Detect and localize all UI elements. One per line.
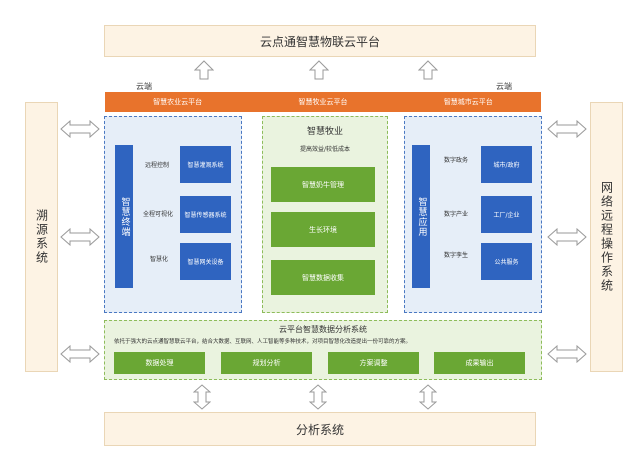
smart-irrigation-label: 智慧灌溉系统 — [187, 162, 224, 169]
smart-irrigation-box: 智慧灌溉系统 — [180, 146, 231, 183]
up-arrow-icon — [418, 60, 438, 80]
double-arrow-icon — [547, 345, 587, 363]
smart-sensor-box: 智慧传感器系统 — [180, 196, 231, 233]
smart-gateway-box: 智慧网关设备 — [180, 243, 231, 280]
left-row-label: 智慧化 — [150, 256, 169, 263]
growth-environment-button: 生长环境 — [271, 212, 375, 247]
cloud-data-analysis-desc: 依托于强大的云点通智慧联云平台，结合大数据、互联网、人工智能等多种技术，对项目智… — [114, 339, 412, 345]
planning-analysis-label: 规划分析 — [252, 359, 281, 367]
right-row-label: 数字政务 — [444, 157, 469, 164]
smart-cattle-label: 智慧奶牛管理 — [302, 180, 344, 189]
up-arrow-icon — [194, 60, 214, 80]
result-output-button: 成果输出 — [434, 352, 525, 374]
vertical-double-arrow-icon — [309, 384, 327, 410]
analysis-system-box: 分析系统 — [104, 412, 536, 446]
double-arrow-icon — [547, 120, 587, 138]
cloud-label-left: 云端 — [136, 82, 152, 91]
double-arrow-icon — [547, 228, 587, 246]
smart-terminal-label-box: 智慧终端 — [115, 145, 133, 288]
data-collection-button: 智慧数据收集 — [271, 260, 375, 295]
double-arrow-icon — [60, 228, 100, 246]
factory-enterprise-label: 工厂/企业 — [493, 212, 520, 219]
data-processing-label: 数据处理 — [145, 359, 174, 367]
public-service-box: 公共服务 — [481, 243, 532, 280]
analysis-system-title: 分析系统 — [295, 422, 344, 437]
double-arrow-icon — [60, 345, 100, 363]
plan-adjustment-label: 方案调整 — [359, 359, 388, 367]
vertical-double-arrow-icon — [419, 384, 437, 410]
smart-cattle-button: 智慧奶牛管理 — [271, 167, 375, 202]
plan-adjustment-button: 方案调整 — [328, 352, 419, 374]
smart-application-label-box: 智慧应用 — [412, 145, 430, 288]
top-platform-box: 云点通智慧物联云平台 — [104, 25, 536, 57]
right-row-label: 数字产业 — [444, 211, 469, 218]
public-service-label: 公共服务 — [494, 259, 519, 266]
cloud-data-analysis-title: 云平台智慧数据分析系统 — [279, 324, 367, 334]
data-collection-label: 智慧数据收集 — [302, 273, 344, 282]
vertical-double-arrow-icon — [193, 384, 211, 410]
traceability-system-label: 溯源系统 — [34, 209, 49, 265]
cloud-platform-city: 智慧城市云平台 — [443, 98, 493, 106]
double-arrow-icon — [60, 120, 100, 138]
city-government-label: 城市/政府 — [493, 162, 520, 169]
cloud-platform-livestock: 智慧牧业云平台 — [298, 98, 348, 106]
cloud-platform-agriculture: 智慧农业云平台 — [153, 98, 203, 106]
planning-analysis-button: 规划分析 — [221, 352, 312, 374]
traceability-system-box: 溯源系统 — [25, 102, 58, 372]
cloud-platform-bar: 智慧农业云平台 智慧牧业云平台 智慧城市云平台 — [105, 92, 541, 112]
top-platform-title: 云点通智慧物联云平台 — [259, 34, 380, 49]
left-row-label: 远程控制 — [145, 162, 170, 169]
left-row-label: 全程可视化 — [143, 211, 174, 218]
city-government-box: 城市/政府 — [481, 146, 532, 183]
smart-livestock-subtitle: 提高效益/较低成本 — [299, 145, 351, 153]
smart-sensor-label: 智慧传感器系统 — [184, 212, 227, 219]
remote-operation-system-box: 网络远程操作系统 — [590, 102, 623, 372]
factory-enterprise-box: 工厂/企业 — [481, 196, 532, 233]
remote-operation-system-label: 网络远程操作系统 — [599, 181, 614, 293]
right-row-label: 数字孪生 — [444, 252, 469, 259]
smart-gateway-label: 智慧网关设备 — [187, 259, 224, 266]
smart-terminal-label: 智慧终端 — [119, 196, 130, 237]
smart-application-label: 智慧应用 — [416, 196, 427, 237]
growth-environment-label: 生长环境 — [309, 225, 337, 234]
smart-livestock-title: 智慧牧业 — [306, 126, 343, 137]
up-arrow-icon — [309, 60, 329, 80]
result-output-label: 成果输出 — [465, 359, 494, 367]
cloud-label-right: 云端 — [496, 82, 512, 91]
data-processing-button: 数据处理 — [114, 352, 205, 374]
